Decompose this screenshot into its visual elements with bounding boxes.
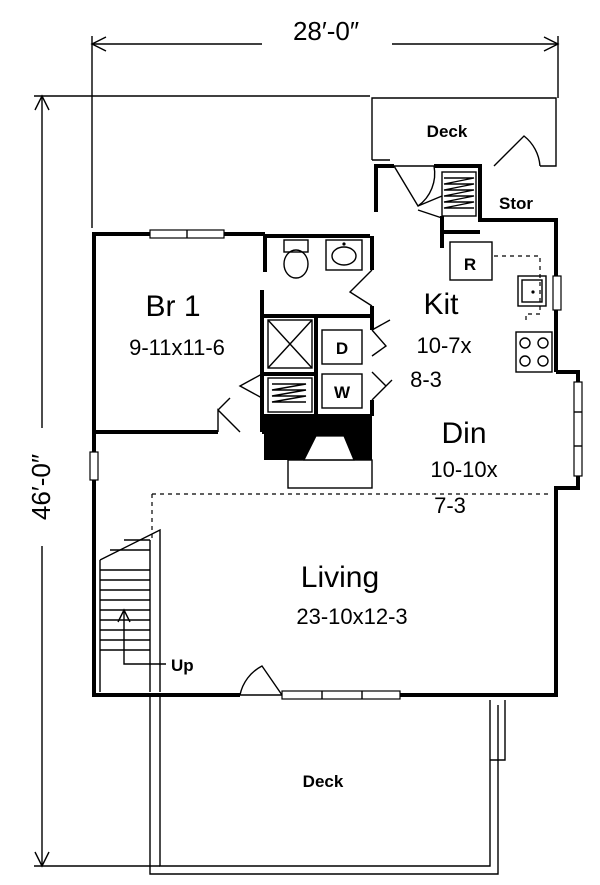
living-size: 23-10x12-3 xyxy=(296,604,407,629)
interior-walls xyxy=(94,290,374,434)
kitchen-size-line1: 10-7x xyxy=(416,333,471,358)
rear-deck: Deck xyxy=(371,97,557,167)
kitchen-fixtures: R xyxy=(449,241,553,373)
dining-size-line2: 7-3 xyxy=(434,493,466,518)
depth-dimension: 46′-0″ xyxy=(22,94,370,868)
dining-size-line1: 10-10x xyxy=(430,457,497,482)
stairs: Up xyxy=(99,528,194,692)
doors xyxy=(217,135,541,696)
living-name: Living xyxy=(301,561,379,594)
laundry: D W xyxy=(267,329,363,413)
kitchen-name: Kit xyxy=(423,288,459,321)
width-label: 28′-0″ xyxy=(293,16,359,46)
depth-label: 46′-0″ xyxy=(26,454,56,520)
storage: Stor xyxy=(441,171,533,217)
rear-deck-label: Deck xyxy=(427,122,468,141)
width-dimension: 28′-0″ xyxy=(90,16,560,228)
dining-name: Din xyxy=(441,417,486,450)
dryer-label: D xyxy=(336,339,348,358)
washer-label: W xyxy=(334,383,351,402)
bedroom-name: Br 1 xyxy=(145,290,200,323)
stairs-up-label: Up xyxy=(171,656,194,675)
fireplace xyxy=(264,414,373,489)
windows xyxy=(89,229,583,700)
storage-label: Stor xyxy=(499,194,533,213)
kitchen-size-line2: 8-3 xyxy=(410,367,442,392)
front-deck: Deck xyxy=(149,695,506,875)
bedroom-size: 9-11x11-6 xyxy=(129,335,225,360)
refrigerator-label: R xyxy=(464,255,476,274)
bathroom-fixtures xyxy=(267,239,363,369)
front-deck-label: Deck xyxy=(303,772,344,791)
room-labels: Br 1 9-11x11-6 Kit 10-7x 8-3 Din 10-10x … xyxy=(129,288,498,629)
